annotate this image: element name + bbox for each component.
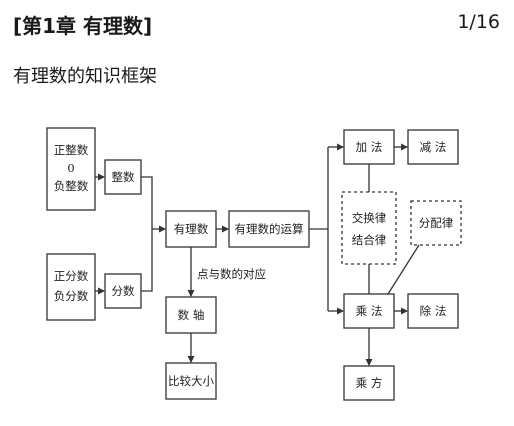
integer-group-box <box>46 127 96 211</box>
page-number: 1/16 <box>457 11 500 33</box>
section-subtitle: 有理数的知识框架 <box>13 66 157 87</box>
label-zero: 0 <box>67 161 74 175</box>
label-compare: 比较大小 <box>168 374 214 388</box>
label-divide: 除 法 <box>420 304 447 318</box>
fraction-group-box <box>46 253 96 321</box>
compare-box <box>165 362 217 400</box>
label-commutative: 交换律 <box>352 211 387 225</box>
diagram-boxes <box>46 127 462 401</box>
label-power: 乘 方 <box>356 376 383 390</box>
diagram-labels: 正整数 0 负整数 正分数 负分数 整数 分数 有理数 有理数的运算 点与数的对… <box>54 140 454 390</box>
label-subtract: 减 法 <box>420 140 447 154</box>
label-negative-fraction: 负分数 <box>54 289 89 303</box>
label-associative: 结合律 <box>352 233 387 247</box>
power-box <box>343 365 395 401</box>
label-rational: 有理数 <box>174 222 209 236</box>
label-fraction: 分数 <box>112 284 135 298</box>
divide-box <box>407 293 459 329</box>
diagram-connectors <box>95 143 420 366</box>
label-number-line: 数 轴 <box>178 308 205 322</box>
label-positive-fraction: 正分数 <box>54 269 89 283</box>
page-title: [第1章 有理数] <box>13 14 153 38</box>
subtract-box <box>407 129 459 165</box>
label-positive-integer: 正整数 <box>54 143 89 157</box>
label-integer: 整数 <box>112 170 135 184</box>
distributive-box <box>410 200 462 246</box>
label-operations: 有理数的运算 <box>235 222 304 236</box>
label-negative-integer: 负整数 <box>54 179 89 193</box>
label-add: 加 法 <box>356 140 383 154</box>
label-correspondence: 点与数的对应 <box>197 267 266 281</box>
laws-box <box>341 191 397 265</box>
label-distributive: 分配律 <box>419 216 454 230</box>
label-multiply: 乘 法 <box>356 304 383 318</box>
